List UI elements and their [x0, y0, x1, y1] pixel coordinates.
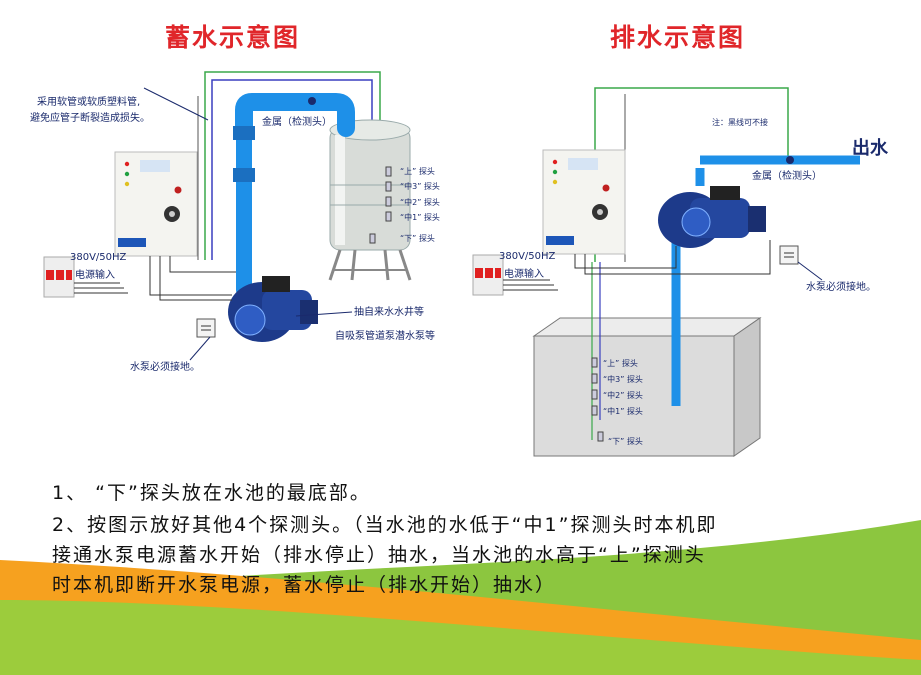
right-breaker [472, 254, 504, 296]
left-power-voltage: 380V/50HZ [70, 252, 127, 263]
storage-diagram-title: 蓄水示意图 [165, 23, 301, 52]
right-probe-mid3: “中3” 探头 [603, 375, 643, 384]
left-pump [228, 276, 318, 342]
tank-probes [369, 166, 392, 244]
outlet-label: 出水 [852, 138, 888, 159]
right-pump [658, 186, 766, 248]
left-metal-probe-label: 金属（检测头） [262, 117, 332, 128]
right-probe-top: “上” 探头 [603, 359, 638, 368]
instruction-line-4: 时本机即断开水泵电源，蓄水停止（排水开始）抽水） [52, 574, 557, 596]
instruction-line-2: 2、按图示放好其他4个探测头。（当水池的水低于“中1”探测头时本机即 [52, 514, 718, 536]
instruction-line-3: 接通水泵电源蓄水开始（排水停止）抽水，当水池的水高于“上”探测头 [52, 544, 706, 566]
source-label-line1: 抽自来水水井等 [354, 307, 424, 318]
right-metal-probe-label: 金属（检测头） [752, 171, 822, 182]
instruction-line-1: 1、 “下”探头放在水池的最底部。 [52, 482, 371, 504]
right-blue-pipe [671, 155, 860, 406]
left-ground-note: 水泵必须接地。 [130, 362, 200, 373]
right-ground-note: 水泵必须接地。 [806, 282, 876, 293]
right-water-tank [532, 317, 762, 457]
left-power-input: 电源输入 [75, 270, 115, 281]
black-wire-note: 注：黑线可不接 [712, 118, 768, 127]
right-probe-mid1: “中1” 探头 [603, 407, 643, 416]
right-ground-box [779, 245, 799, 265]
left-probe-bottom: “下” 探头 [400, 234, 435, 243]
left-probe-mid2: “中2” 探头 [400, 198, 440, 207]
left-breaker [43, 256, 75, 298]
right-tank-probes [591, 357, 604, 442]
right-power-voltage: 380V/50HZ [499, 251, 556, 262]
left-ground-box [196, 318, 216, 338]
right-probe-mid2: “中2” 探头 [603, 391, 643, 400]
right-probe-bottom: “下” 探头 [608, 437, 643, 446]
hose-note-line2: 避免应管子断裂造成损失。 [30, 113, 150, 124]
hose-note-line1: 采用软管或软质塑料管, [37, 97, 141, 108]
left-blue-pipe [235, 93, 355, 298]
right-controller [542, 149, 626, 255]
right-power-input: 电源输入 [504, 269, 544, 280]
left-probe-mid1: “中1” 探头 [400, 213, 440, 222]
source-label-line2: 自吸泵管道泵潜水泵等 [335, 331, 435, 342]
left-probe-mid3: “中3” 探头 [400, 182, 440, 191]
left-controller [114, 151, 198, 257]
pressure-tank [328, 119, 412, 281]
left-probe-top: “上” 探头 [400, 167, 435, 176]
drainage-diagram-title: 排水示意图 [610, 23, 746, 52]
